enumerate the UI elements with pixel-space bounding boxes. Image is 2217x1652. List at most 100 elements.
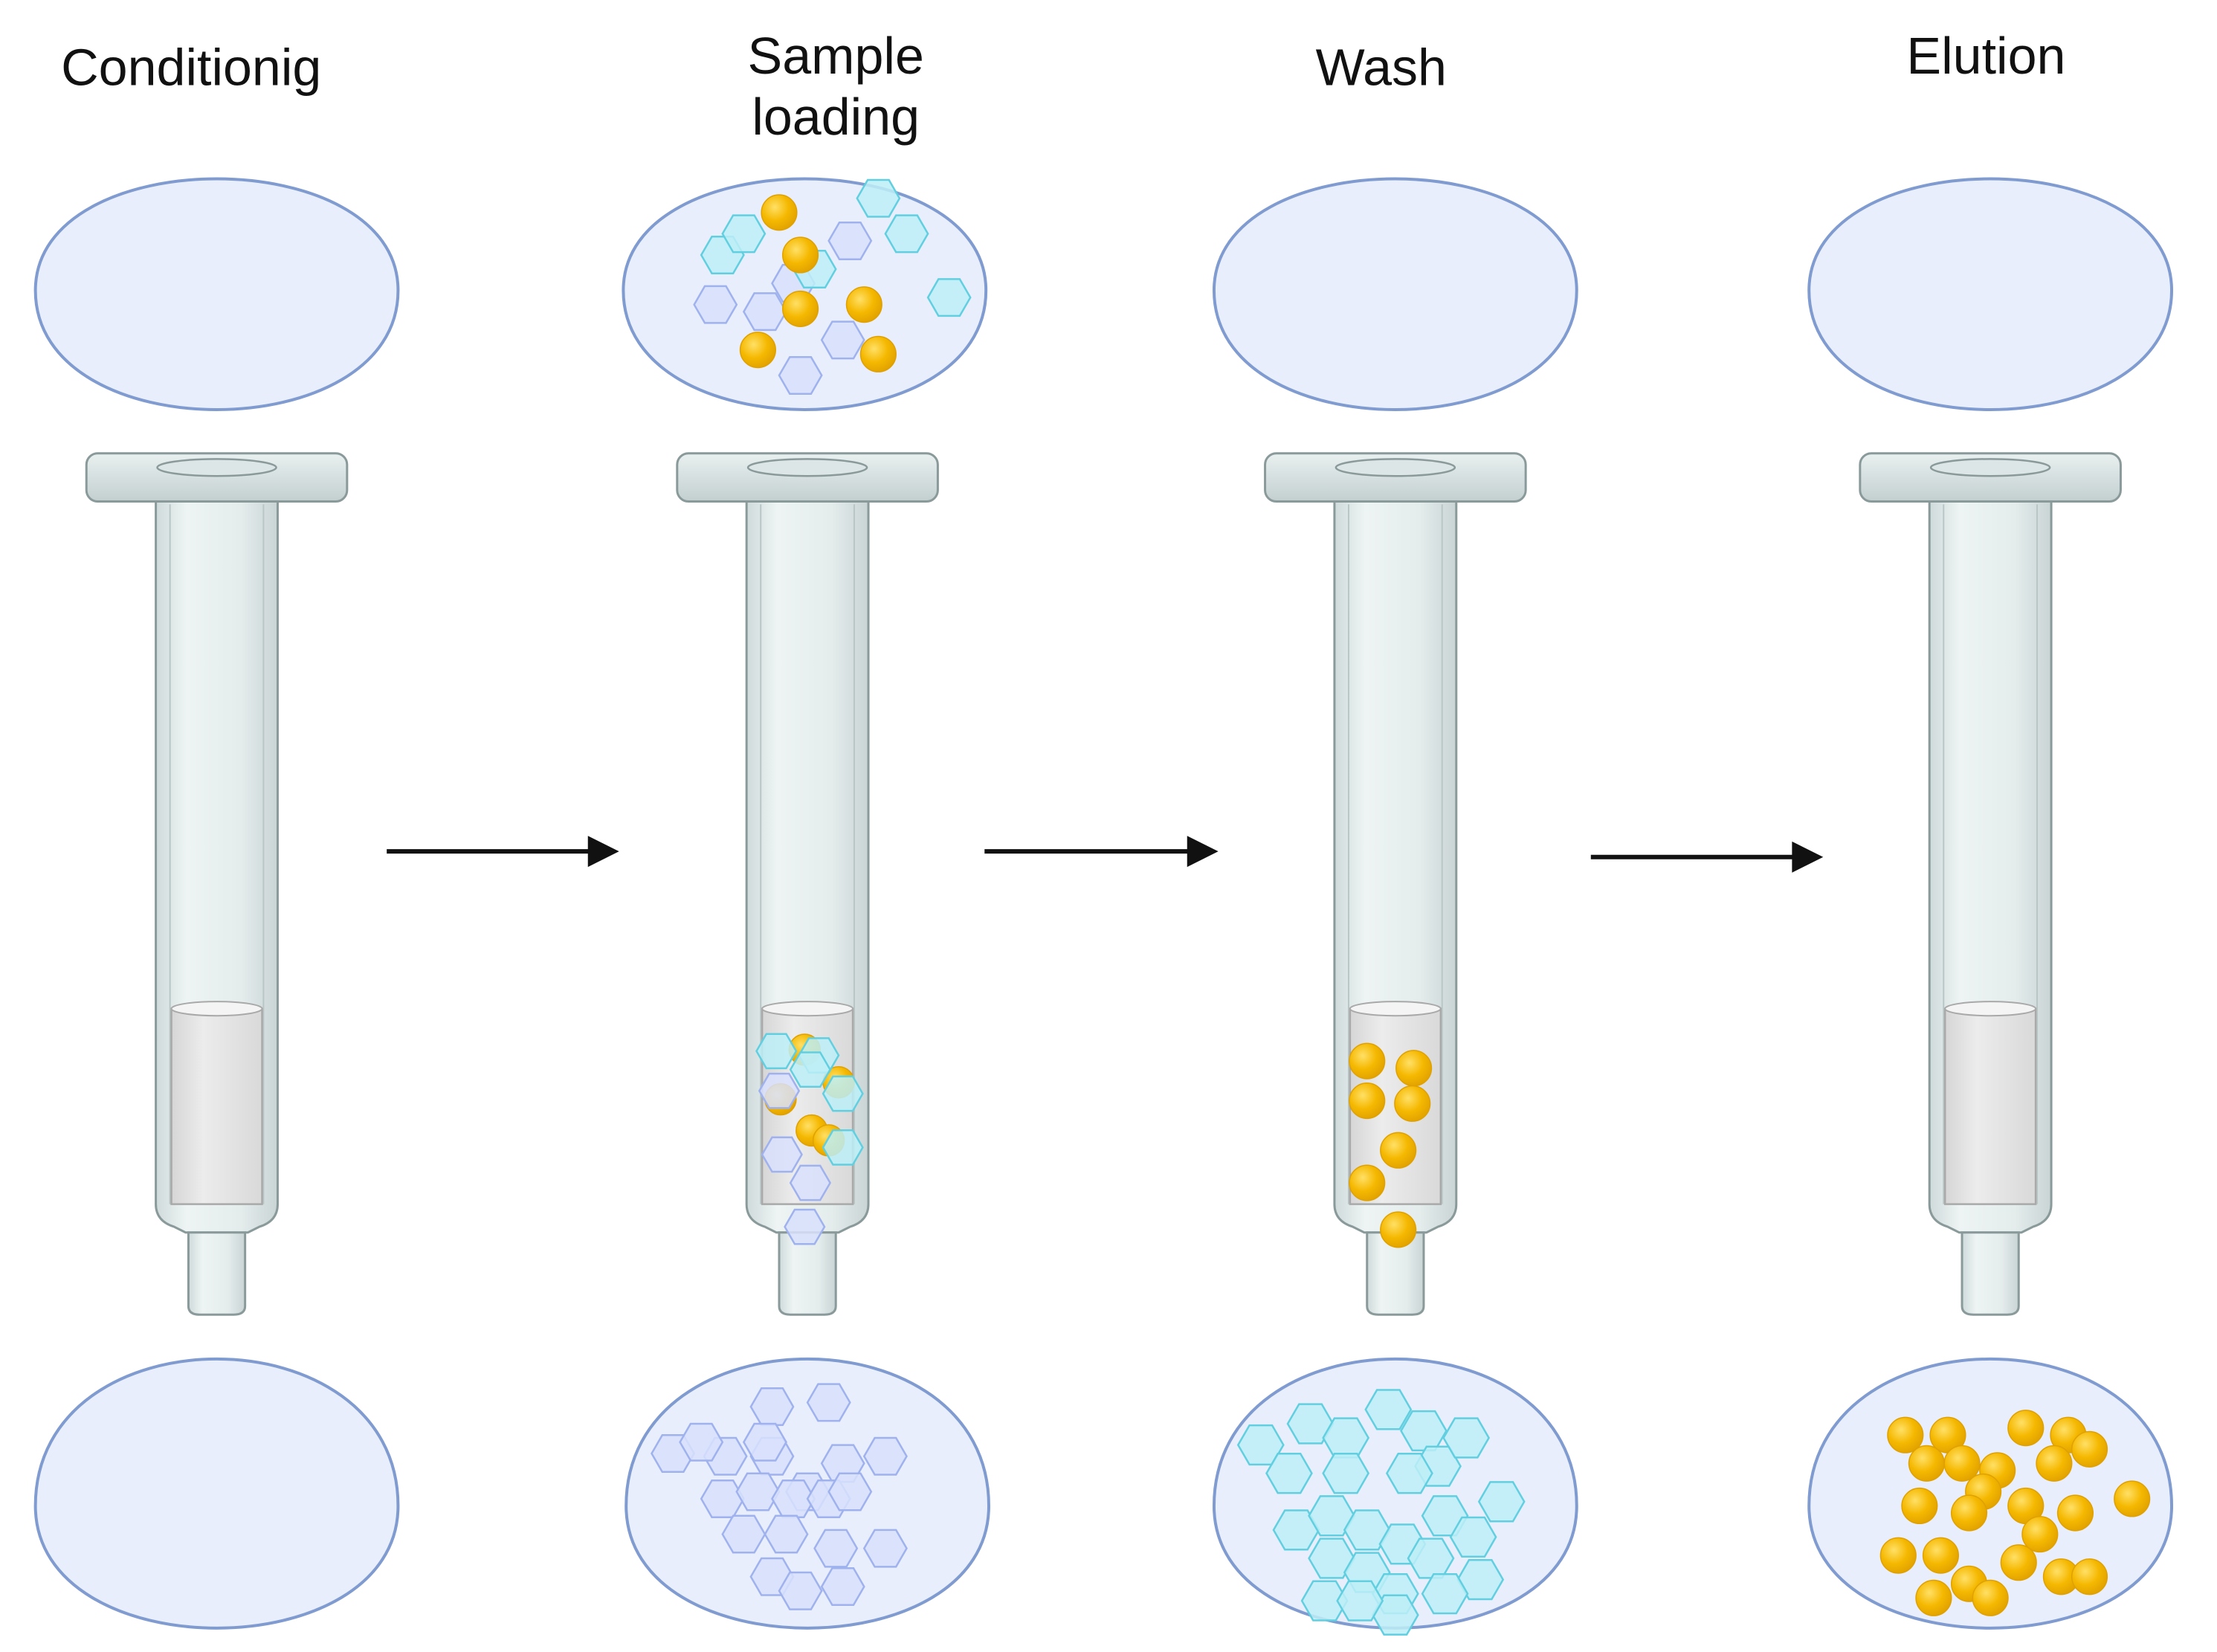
matrix-hexagon-lavender-icon [820, 1567, 865, 1607]
top-droplet-sample-loading [622, 177, 988, 411]
analyte-sphere-icon [1394, 1085, 1431, 1122]
arrow-head [1187, 836, 1219, 868]
matrix-hexagon-cyan-icon [1442, 1417, 1491, 1459]
bottom-droplet-sample-loading [625, 1357, 990, 1630]
matrix-hexagon-lavender-icon [742, 1422, 787, 1462]
analyte-sphere-icon [1950, 1494, 1988, 1532]
droplet-icon [33, 177, 400, 411]
analyte-sphere-icon [2056, 1494, 2094, 1532]
droplet-icon [1212, 177, 1578, 411]
sorbent-bed-top [170, 1001, 263, 1017]
step-title-wash: Wash [1316, 38, 1447, 96]
matrix-hexagon-lavender-icon [749, 1387, 795, 1427]
analyte-sphere-icon [761, 194, 798, 231]
droplet-icon [33, 1357, 400, 1630]
matrix-hexagon-cyan-icon [1477, 1481, 1526, 1523]
analyte-sphere-icon [2021, 1516, 2059, 1553]
analyte-sphere-icon [1908, 1445, 1945, 1482]
step-title-line: Wash [1316, 38, 1447, 96]
arrow-head [587, 836, 619, 868]
right-arrow-icon [984, 836, 1219, 868]
matrix-hexagon-lavender-icon [862, 1436, 908, 1476]
step-title-line: Sample [748, 27, 924, 85]
droplets [33, 177, 2174, 1636]
analyte-sphere-icon [1349, 1082, 1386, 1120]
analyte-sphere-icon [859, 335, 897, 372]
arrow-head [1792, 841, 1824, 873]
cartridge-tip [187, 1231, 247, 1316]
matrix-hexagon-cyan-icon [1300, 1580, 1349, 1622]
analyte-sphere-icon [1915, 1579, 1952, 1616]
right-arrow-icon [387, 836, 619, 868]
analyte-sphere-icon [739, 332, 776, 369]
matrix-hexagon-lavender-icon [778, 1571, 823, 1610]
matrix-hexagon-lavender-icon [758, 1072, 801, 1109]
analyte-sphere-icon [1380, 1132, 1417, 1169]
cartridge-tip [1366, 1231, 1425, 1316]
matrix-hexagon-cyan-icon [1421, 1572, 1469, 1615]
matrix-hexagon-cyan-icon [1385, 1452, 1433, 1494]
analyte-sphere-icon [1879, 1537, 1917, 1574]
matrix-hexagon-cyan-icon [822, 1129, 864, 1166]
step-title-line: Elution [1906, 27, 2065, 85]
sorbent-bed [170, 1007, 263, 1205]
spe-cartridge-icon [1859, 452, 2122, 1316]
matrix-hexagon-cyan-icon [856, 178, 901, 218]
matrix-hexagon-cyan-icon [789, 1051, 832, 1088]
spe-cartridge-icon [676, 452, 939, 1316]
cartridge-tip [778, 1231, 837, 1316]
sorbent-bed-top [761, 1001, 854, 1017]
spe-cartridge-icon [1264, 452, 1527, 1316]
matrix-hexagon-lavender-icon [813, 1529, 859, 1568]
spe-cartridge-icon [85, 452, 349, 1316]
matrix-hexagon-lavender-icon [771, 1479, 816, 1518]
matrix-hexagon-lavender-icon [806, 1383, 851, 1422]
matrix-hexagon-cyan-icon [721, 214, 767, 254]
cartridge-tip [1961, 1231, 2020, 1316]
matrix-hexagon-lavender-icon [784, 1208, 826, 1245]
spe-cartridges [85, 452, 2122, 1316]
step-title-line: Conditionig [61, 38, 321, 96]
matrix-hexagon-cyan-icon [1286, 1403, 1335, 1445]
step-title-conditioning: Conditionig [61, 38, 321, 96]
matrix-hexagon-cyan-icon [1449, 1516, 1497, 1558]
top-droplet-elution [1807, 177, 2174, 411]
analyte-sphere-icon [782, 290, 819, 327]
matrix-hexagon-cyan-icon [822, 1075, 864, 1112]
analyte-sphere-icon [2071, 1558, 2108, 1595]
sorbent-bed-top [1349, 1001, 1442, 1017]
matrix-hexagon-cyan-icon [1265, 1452, 1313, 1494]
analyte-sphere-icon [1901, 1487, 1938, 1525]
matrix-hexagon-lavender-icon [827, 221, 873, 260]
matrix-hexagon-cyan-icon [1322, 1452, 1370, 1494]
analyte-sphere-icon [1349, 1164, 1386, 1201]
matrix-hexagon-lavender-icon [862, 1529, 908, 1568]
sorbent-bed-top [1944, 1001, 2037, 1017]
cartridge-opening [1929, 458, 2051, 477]
matrix-hexagon-lavender-icon [789, 1164, 832, 1201]
step-title-line: loading [752, 88, 920, 146]
step-title-elution: Elution [1906, 27, 2065, 85]
analyte-sphere-icon [1349, 1042, 1386, 1080]
matrix-hexagon-cyan-icon [884, 214, 929, 254]
cartridge-opening [746, 458, 868, 477]
matrix-hexagon-lavender-icon [820, 320, 865, 360]
matrix-hexagon-cyan-icon [1343, 1509, 1391, 1551]
matrix-hexagon-cyan-icon [1308, 1495, 1356, 1537]
matrix-hexagon-lavender-icon [742, 292, 787, 332]
bottom-droplet-conditioning [33, 1357, 400, 1630]
matrix-hexagon-cyan-icon [1308, 1538, 1356, 1579]
analyte-sphere-icon [1887, 1416, 1924, 1453]
analyte-sphere-icon [2007, 1410, 2045, 1447]
matrix-hexagon-lavender-icon [827, 1472, 873, 1511]
analyte-sphere-icon [1943, 1445, 1981, 1482]
process-arrows [387, 836, 1824, 873]
matrix-hexagon-lavender-icon [735, 1472, 781, 1511]
analyte-sphere-icon [1972, 1579, 2009, 1616]
matrix-hexagon-cyan-icon [1336, 1580, 1384, 1622]
bottom-droplet-wash [1212, 1357, 1578, 1636]
matrix-hexagon-lavender-icon [761, 1136, 803, 1173]
analyte-sphere-icon [2036, 1445, 2073, 1482]
